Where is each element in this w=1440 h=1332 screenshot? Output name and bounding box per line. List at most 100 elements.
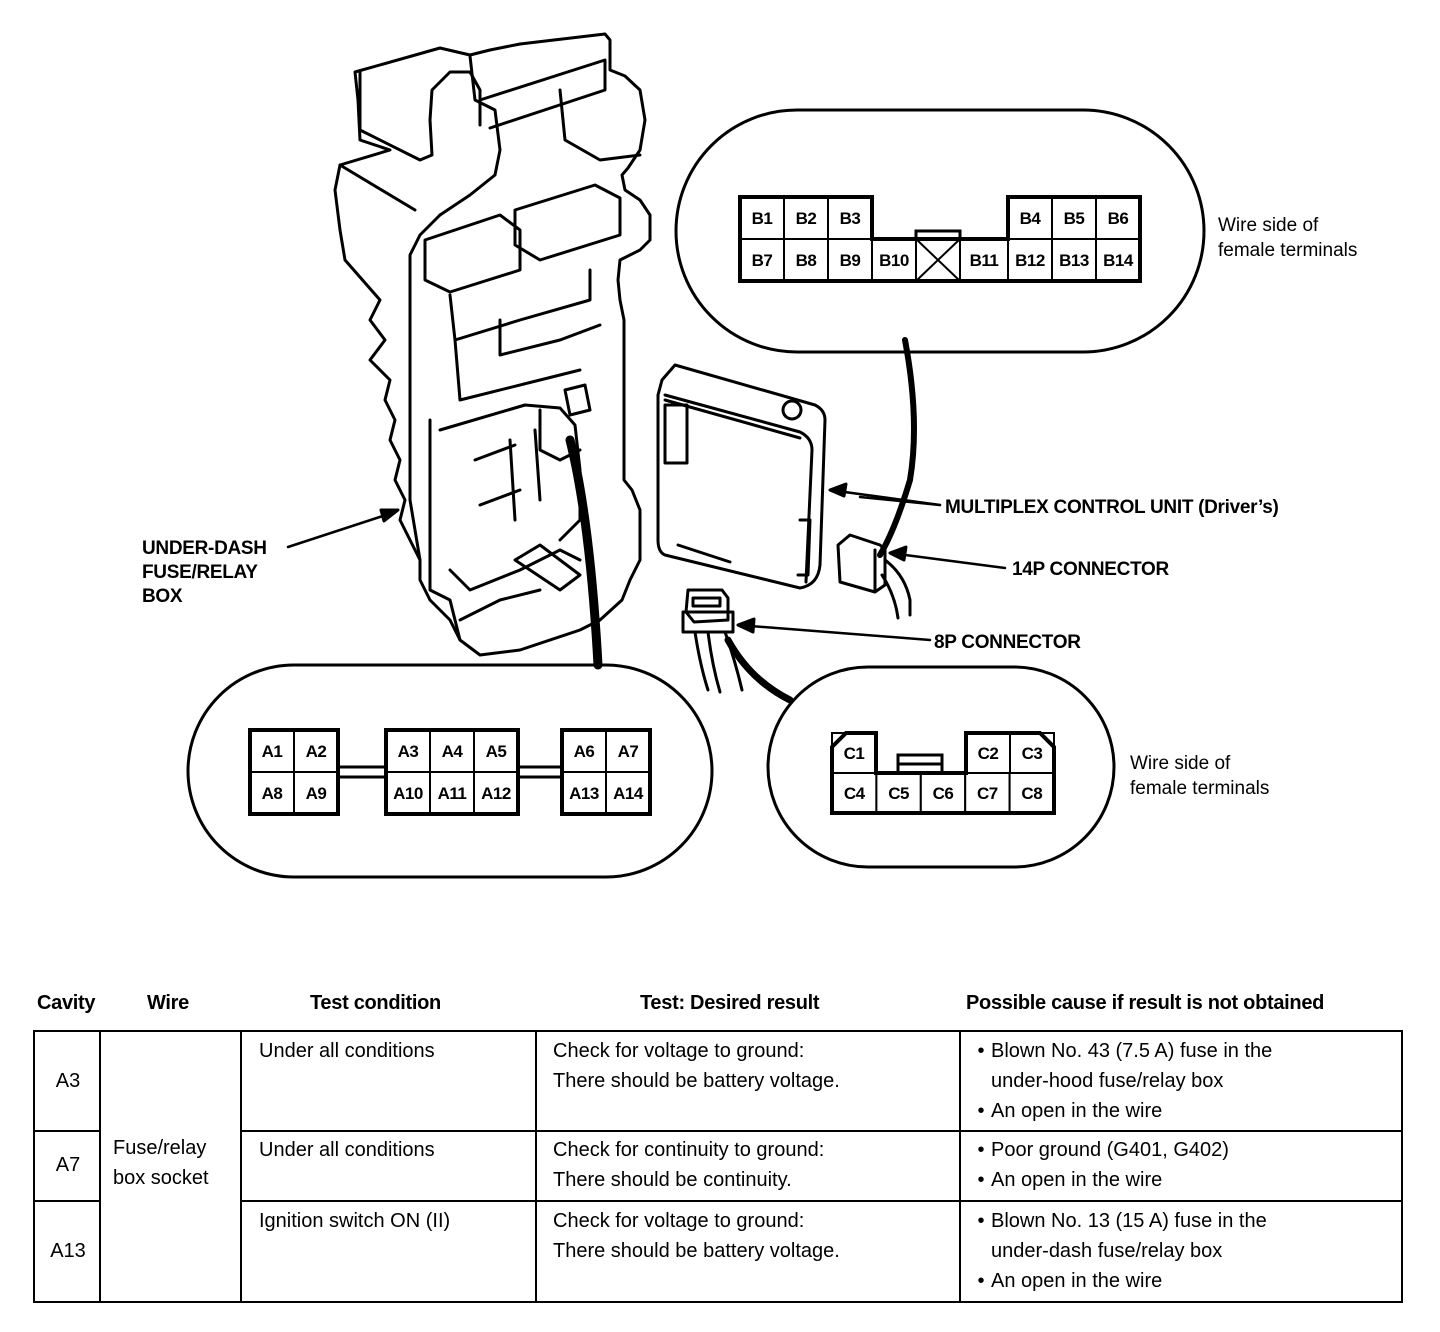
terminal-label: C5 — [888, 784, 909, 803]
note-line: Wire side of — [1218, 215, 1319, 236]
connector-outline — [560, 728, 652, 816]
cavity-cell: A7 — [55, 1154, 81, 1176]
connector-b-bubble — [674, 108, 1206, 354]
terminal-cavity — [605, 729, 651, 773]
row-divider — [35, 1130, 101, 1132]
result-line: Check for voltage to ground: — [553, 1210, 805, 1232]
terminal-label: A8 — [262, 784, 283, 803]
wire-cell: Fuse/relay box socket — [113, 1133, 243, 1193]
terminal-label: B11 — [970, 251, 999, 270]
terminal-label: B14 — [1103, 251, 1134, 270]
arrowhead-icon — [888, 545, 908, 562]
terminal-label: A11 — [438, 784, 467, 803]
terminal-label: A9 — [306, 784, 327, 803]
terminal-label: A13 — [569, 784, 599, 803]
bullet-icon: • — [977, 1270, 985, 1292]
cause-cell: • Blown No. 13 (15 A) fuse in the under-d… — [971, 1206, 1267, 1296]
terminal-label: A2 — [306, 742, 327, 761]
connector-outline — [738, 195, 1142, 283]
condition-cell: Ignition switch ON (II) — [259, 1210, 451, 1232]
connector-c-bubble — [766, 665, 1116, 869]
terminal-label: A12 — [481, 784, 511, 803]
terminal-cavity — [429, 771, 475, 815]
note-line: female terminals — [1130, 778, 1270, 799]
terminal-label: B13 — [1059, 251, 1089, 270]
arrowhead-icon — [828, 482, 848, 498]
header-cavity: Cavity — [37, 992, 96, 1014]
terminal-label: B12 — [1015, 251, 1045, 270]
fuse-box-label-line: BOX — [142, 586, 183, 607]
column-divider — [240, 1032, 242, 1301]
terminal-label: B10 — [879, 251, 909, 270]
bullet-icon: • — [977, 1100, 985, 1122]
cause-text: Blown No. 13 (15 A) fuse in the — [991, 1210, 1267, 1232]
cavity-cell: A3 — [55, 1070, 81, 1092]
cause-cell: • Blown No. 43 (7.5 A) fuse in the under-… — [971, 1036, 1272, 1126]
bullet-icon: • — [977, 1169, 985, 1191]
terminal-label: C6 — [933, 784, 954, 803]
test-table: A3 A7 A13 Fuse/relay box socket Under al… — [33, 1030, 1403, 1303]
connector-8p-label: 8P CONNECTOR — [934, 632, 1081, 653]
terminal-cavity — [605, 771, 651, 815]
cause-text: An open in the wire — [991, 1169, 1163, 1191]
connector-14p-label: 14P CONNECTOR — [1012, 559, 1169, 580]
terminal-cavity — [293, 729, 339, 773]
terminal-label: C8 — [1021, 784, 1042, 803]
connector-8p-drawing — [681, 588, 744, 694]
header-test-condition: Test condition — [310, 992, 441, 1014]
cause-text: under-hood fuse/relay box — [991, 1070, 1224, 1092]
cavity-cell: A13 — [50, 1239, 86, 1262]
bullet-icon: • — [977, 1040, 985, 1062]
terminal-label: A3 — [398, 742, 419, 761]
terminal-cavity — [561, 729, 607, 773]
arrowhead-icon — [379, 508, 400, 523]
terminal-label: A4 — [442, 742, 464, 761]
result-line: There should be continuity. — [553, 1169, 792, 1191]
cause-text: under-dash fuse/relay box — [991, 1240, 1223, 1262]
connector-outline — [338, 765, 386, 779]
fuse-box-harness — [565, 435, 603, 670]
result-cell: Check for voltage to ground: There shoul… — [553, 1206, 840, 1266]
wire-line: box socket — [113, 1167, 209, 1189]
terminal-cavity — [783, 238, 829, 282]
fuse-box-label: UNDER-DASH FUSE/RELAY BOX — [142, 537, 267, 609]
condition-cell: Under all conditions — [259, 1139, 435, 1161]
connector-outline — [248, 728, 340, 816]
result-cell: Check for voltage to ground: There shoul… — [553, 1036, 840, 1096]
connector-8p-leader — [736, 623, 932, 642]
note-line: Wire side of — [1130, 753, 1231, 774]
connector-b-harness — [877, 337, 917, 558]
terminal-label: B1 — [752, 209, 773, 228]
header-desired-result: Test: Desired result — [640, 992, 820, 1014]
cause-text: Blown No. 43 (7.5 A) fuse in the — [991, 1040, 1273, 1062]
note-line: female terminals — [1218, 240, 1358, 261]
control-unit-label: MULTIPLEX CONTROL UNIT (Driver’s) — [945, 497, 1279, 518]
row-divider — [240, 1130, 1401, 1132]
connector-a-bubble — [186, 663, 714, 879]
terminal-label: A7 — [618, 742, 639, 761]
terminal-cavity — [919, 772, 967, 814]
terminal-cavity — [1051, 238, 1097, 282]
terminal-cavity — [831, 772, 878, 814]
connector-outline — [830, 731, 1056, 815]
result-line: There should be battery voltage. — [553, 1070, 840, 1092]
terminal-label: B5 — [1064, 209, 1085, 228]
cause-cell: •Poor ground (G401, G402) •An open in th… — [971, 1135, 1228, 1195]
cause-text: An open in the wire — [991, 1100, 1163, 1122]
row-divider — [240, 1200, 1401, 1202]
terminal-label: A10 — [393, 784, 423, 803]
terminal-label: C7 — [977, 784, 998, 803]
terminal-label: B7 — [752, 251, 773, 270]
bullet-icon: • — [977, 1139, 985, 1161]
result-line: There should be battery voltage. — [553, 1240, 840, 1262]
result-line: Check for continuity to ground: — [553, 1139, 825, 1161]
bullet-icon: • — [977, 1210, 985, 1232]
terminal-label: B9 — [840, 251, 861, 270]
connector-14p-drawing — [836, 533, 912, 620]
condition-cell: Under all conditions — [259, 1040, 435, 1062]
terminal-label: C3 — [1022, 744, 1043, 763]
